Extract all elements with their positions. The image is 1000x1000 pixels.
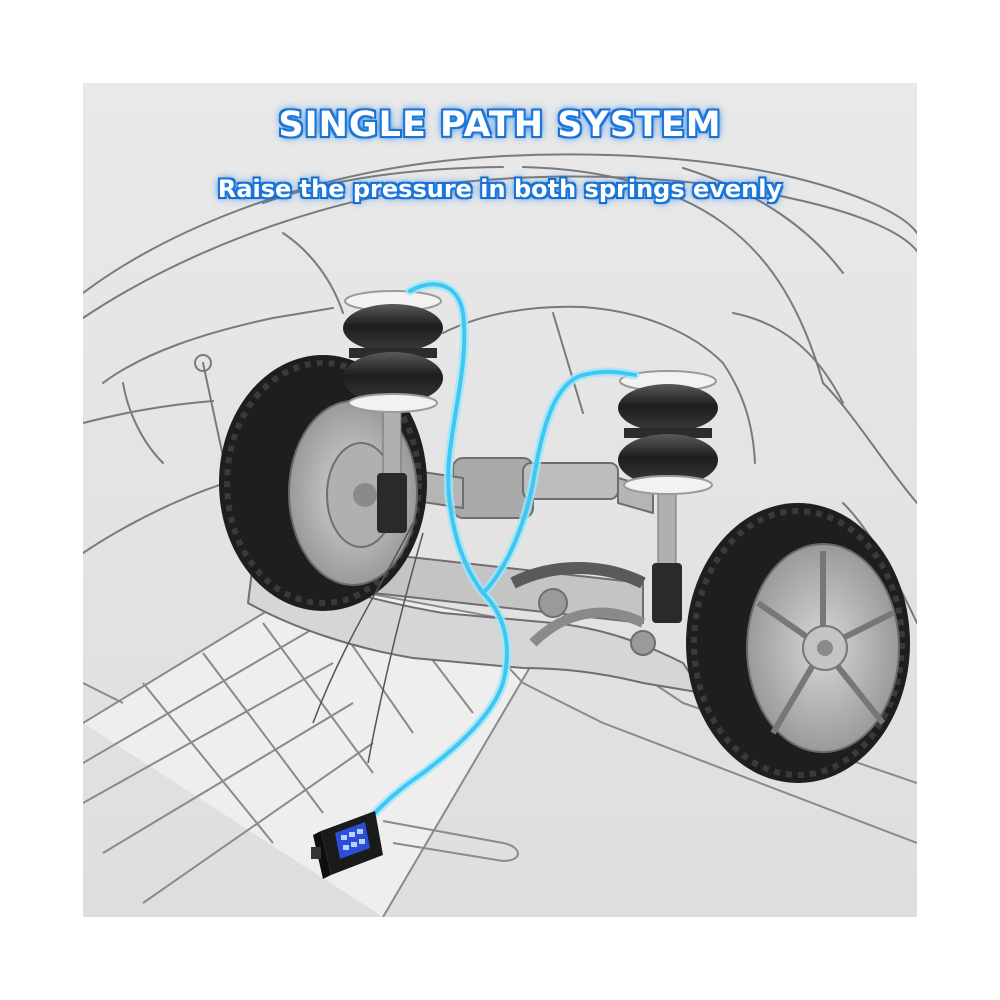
left-air-spring-assembly <box>343 290 443 533</box>
brake-lines <box>312 522 424 764</box>
page-subtitle: Raise the pressure in both springs evenl… <box>217 175 783 203</box>
right-air-spring-assembly <box>618 370 718 623</box>
product-illustration: SINGLE PATH SYSTEM Raise the pressure in… <box>83 83 917 917</box>
left-air-spring-bellows <box>343 290 443 413</box>
air-lines <box>353 279 640 838</box>
right-wheel <box>686 503 910 783</box>
display-digits <box>341 829 365 850</box>
compressor-icon <box>311 811 383 879</box>
right-air-spring-bellows <box>618 370 718 495</box>
suspension-scene <box>83 83 917 917</box>
car-body-outline <box>83 153 917 624</box>
page-title: SINGLE PATH SYSTEM <box>278 105 722 145</box>
